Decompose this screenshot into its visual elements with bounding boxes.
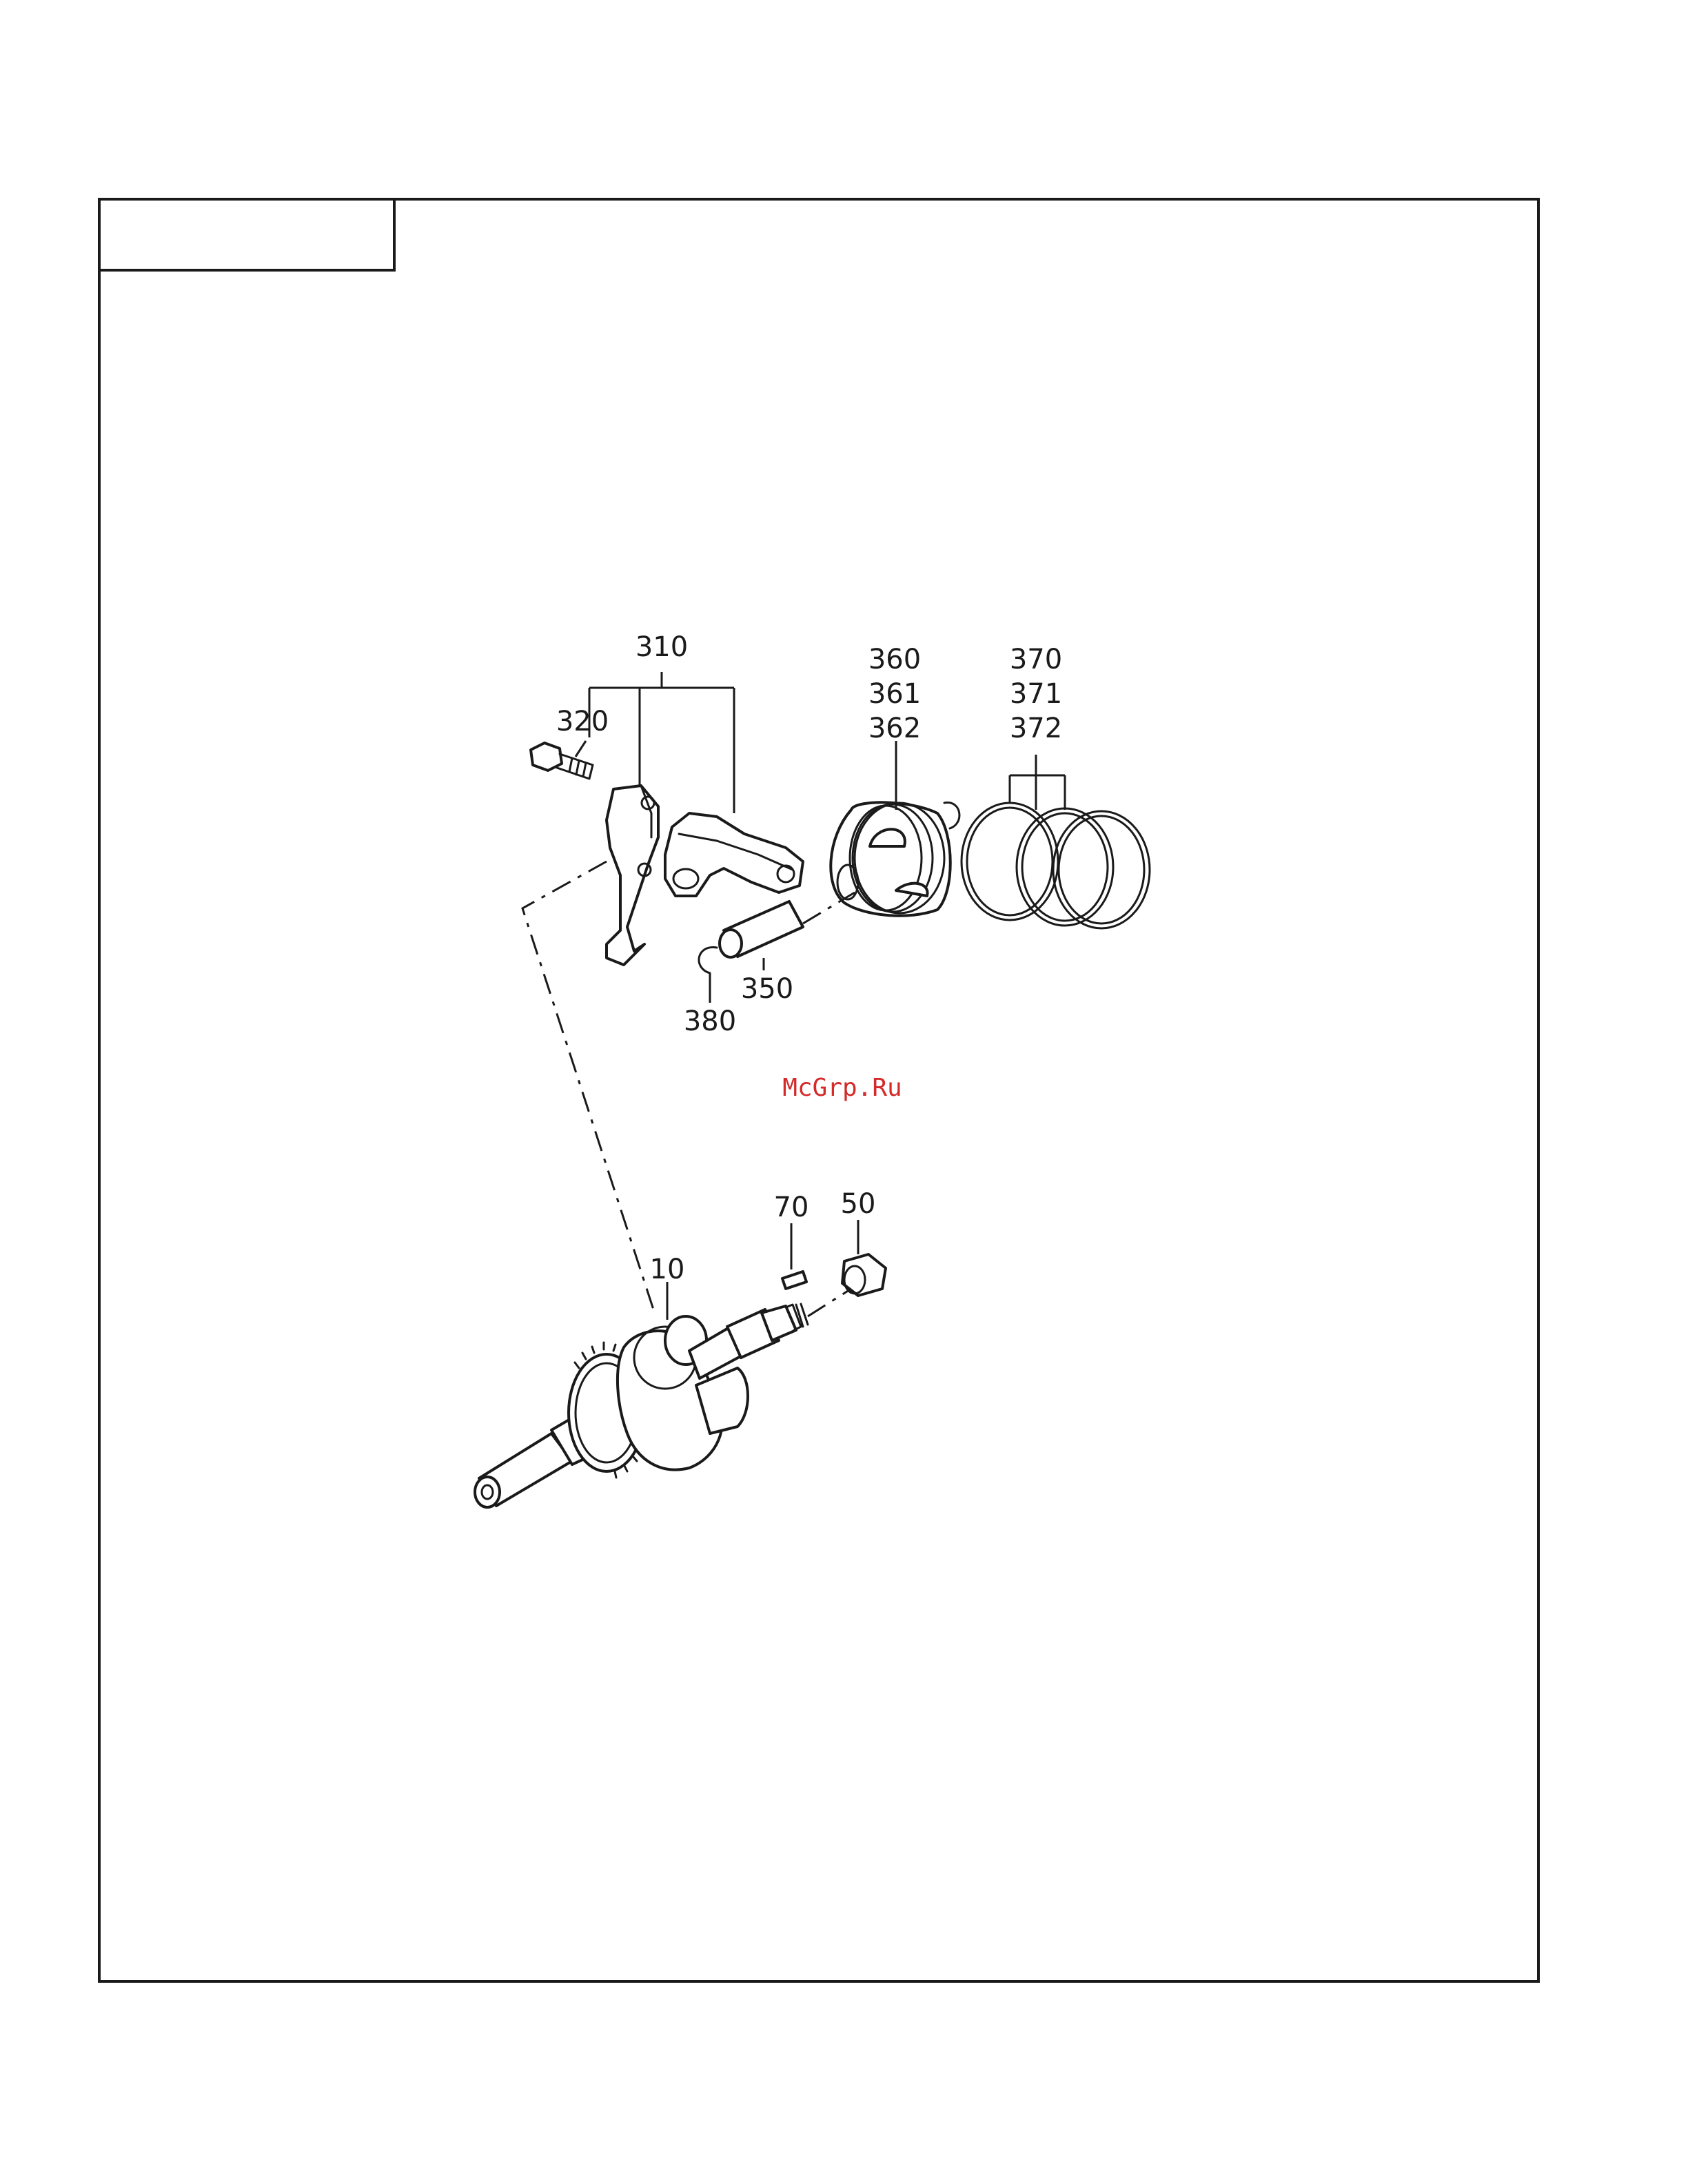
callout-361: 361 <box>868 678 921 710</box>
callout-380: 380 <box>684 1006 736 1037</box>
leader-320 <box>576 741 586 757</box>
leader-370 <box>1010 755 1065 810</box>
crank-key <box>782 1272 806 1289</box>
piston-pin <box>720 901 803 957</box>
callout-70: 70 <box>774 1192 809 1223</box>
circlip-piston <box>944 803 959 828</box>
callout-10: 10 <box>650 1254 685 1285</box>
rod-bolt <box>531 743 593 779</box>
watermark: McGrp.Ru <box>782 1074 902 1102</box>
connecting-rod <box>665 813 803 896</box>
circlip-380 <box>699 948 717 973</box>
piston-rings <box>962 803 1150 928</box>
assembly-line-nut <box>808 1289 851 1316</box>
crankshaft <box>475 1304 808 1507</box>
callout-370: 370 <box>1010 644 1062 675</box>
title-box <box>99 199 394 270</box>
assembly-line-pin <box>803 892 855 923</box>
callout-371: 371 <box>1010 678 1062 710</box>
callout-372: 372 <box>1010 713 1062 744</box>
callout-362: 362 <box>868 713 921 744</box>
callout-320: 320 <box>556 706 609 737</box>
leader-310 <box>589 672 734 813</box>
piston <box>831 802 950 915</box>
callout-350: 350 <box>741 973 793 1005</box>
callout-310: 310 <box>635 631 688 663</box>
assembly-line-rod-crank <box>522 861 653 1309</box>
callout-360: 360 <box>868 644 921 675</box>
callout-50: 50 <box>841 1188 876 1220</box>
